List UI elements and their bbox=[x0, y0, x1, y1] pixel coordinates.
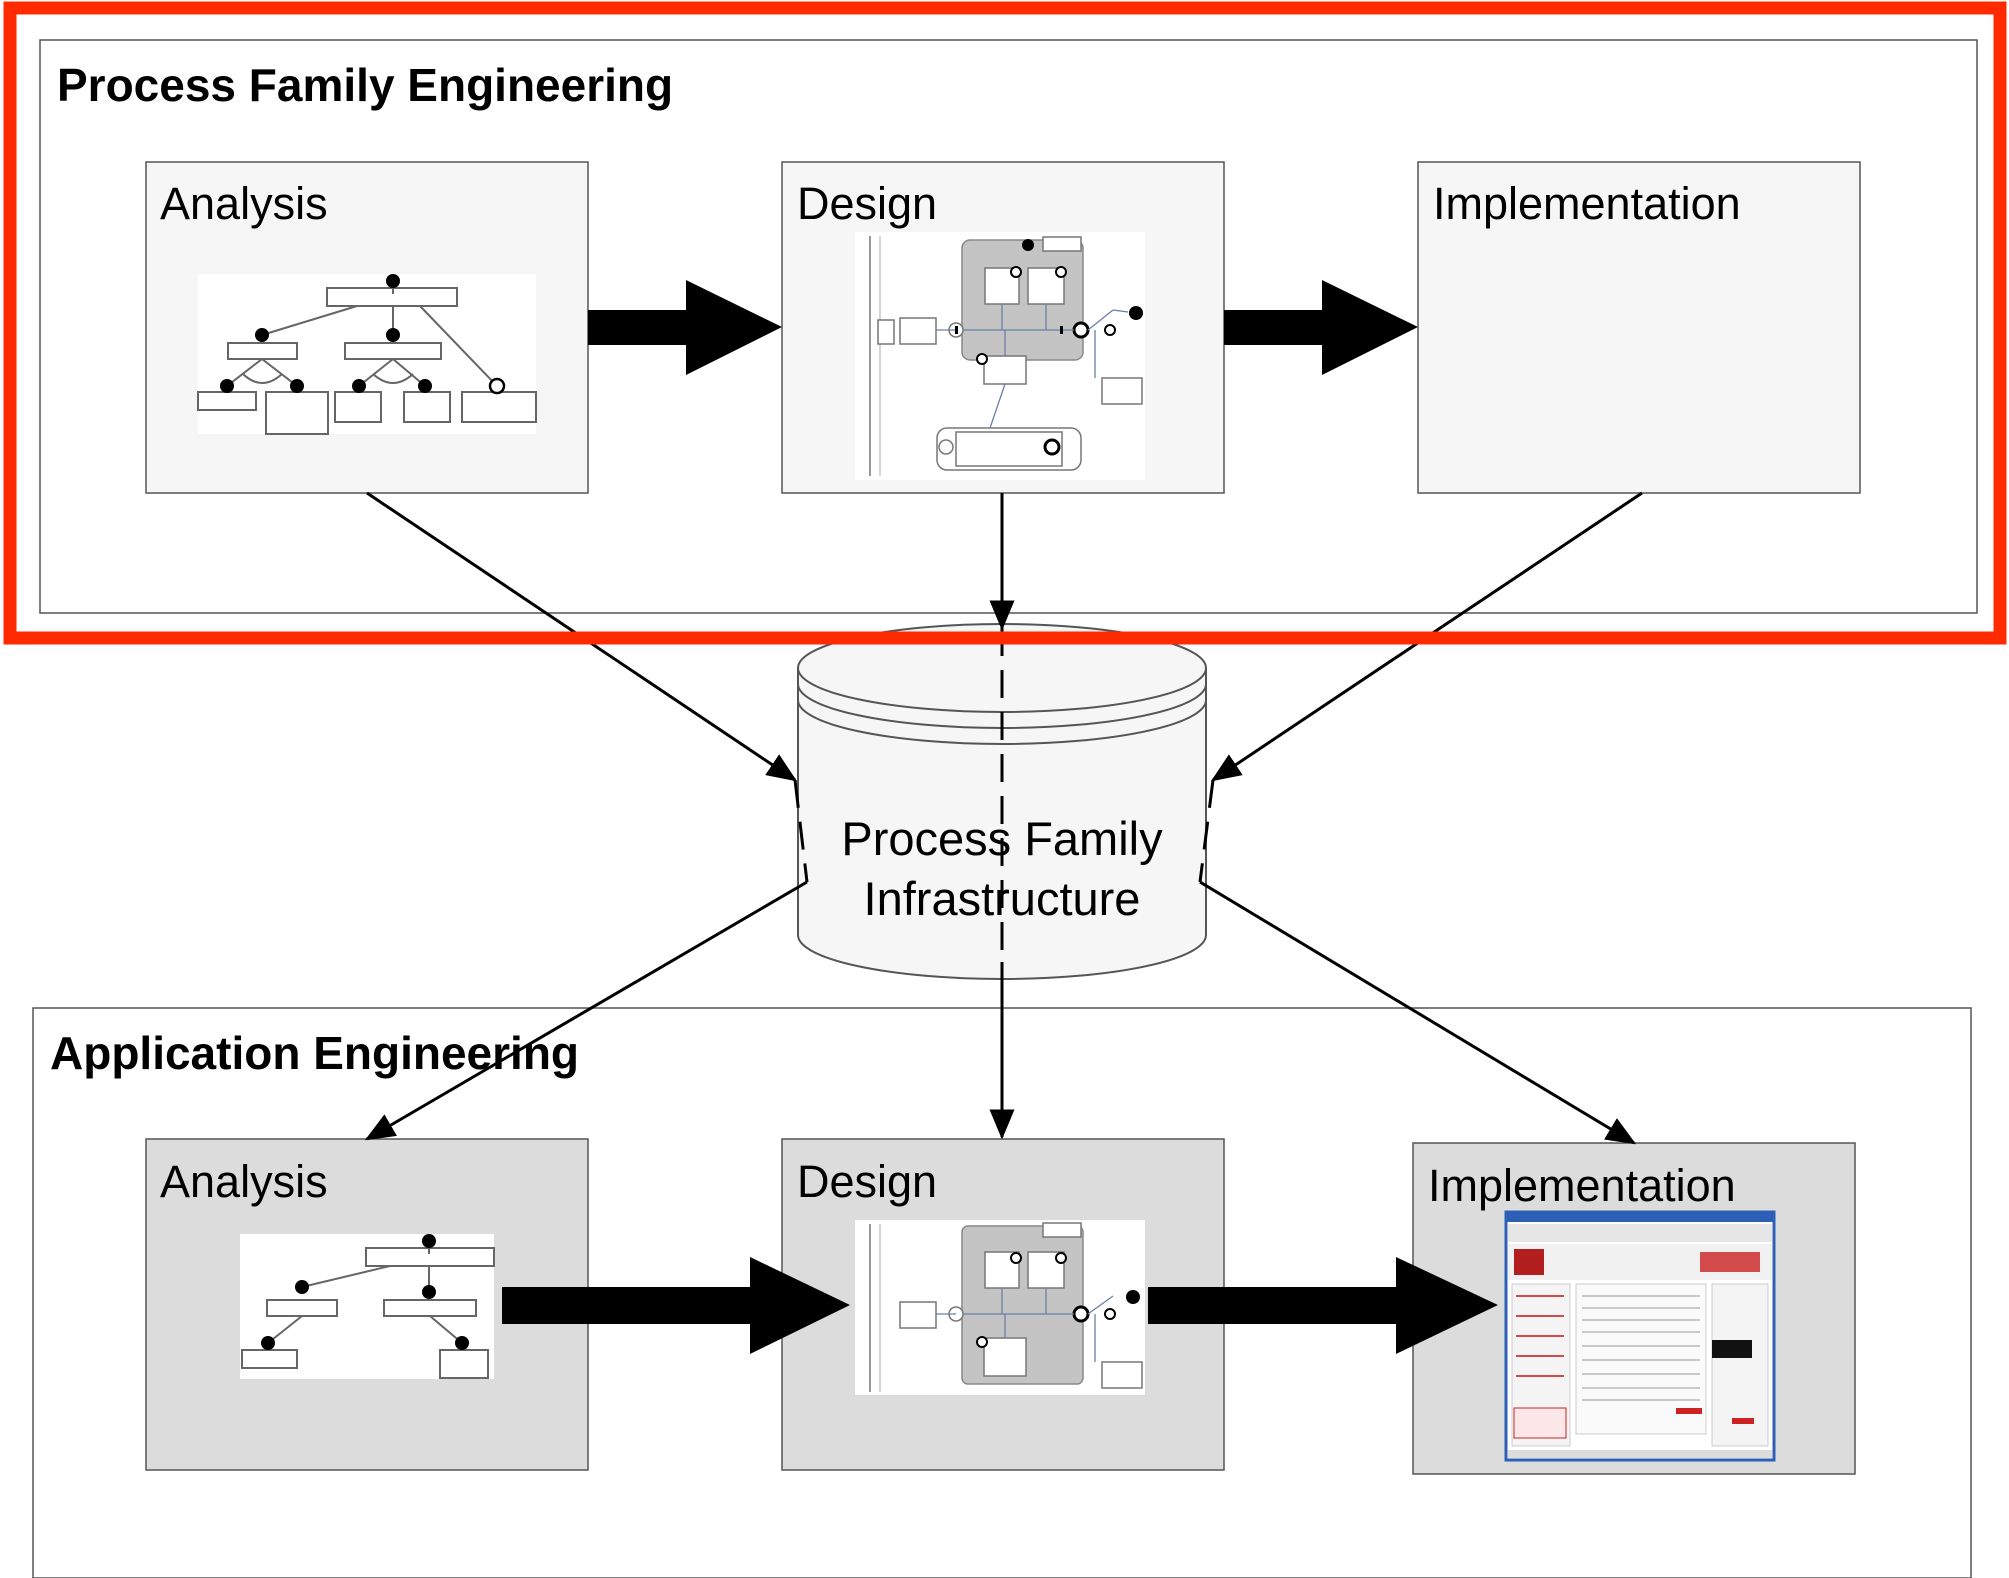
process-diagram-thumbnail bbox=[855, 1220, 1145, 1395]
top-implementation-box: Implementation bbox=[1417, 161, 1861, 494]
box-title: Analysis bbox=[160, 1156, 328, 1207]
section-title-application-engineering: Application Engineering bbox=[50, 1027, 579, 1079]
top-analysis-box: Analysis bbox=[145, 161, 589, 494]
dashed-connector bbox=[1198, 779, 1215, 883]
box-title: Analysis bbox=[160, 178, 328, 229]
feature-tree-thumbnail bbox=[240, 1234, 495, 1379]
process-diagram-thumbnail bbox=[855, 232, 1145, 480]
section-title-process-family-engineering: Process Family Engineering bbox=[57, 59, 673, 111]
connector-arrow bbox=[1199, 880, 1637, 1145]
box-title: Implementation bbox=[1428, 1160, 1736, 1211]
bottom-design-box: Design bbox=[781, 1138, 1225, 1471]
highlight-frame bbox=[3, 1, 2007, 645]
dashed-connector bbox=[793, 779, 809, 883]
box-title: Implementation bbox=[1433, 178, 1741, 229]
flow-arrow bbox=[1148, 1257, 1498, 1354]
flow-arrow bbox=[502, 1257, 850, 1354]
connector-arrow bbox=[364, 880, 808, 1141]
feature-tree-thumbnail bbox=[197, 274, 537, 435]
bottom-implementation-box: Implementation bbox=[1412, 1142, 1856, 1475]
box-title: Design bbox=[797, 1156, 937, 1207]
flow-arrow bbox=[588, 280, 782, 375]
flow-arrow bbox=[1224, 280, 1418, 375]
web-application-screenshot-thumbnail bbox=[1504, 1210, 1776, 1462]
box-title: Design bbox=[797, 178, 937, 229]
top-design-box: Design bbox=[781, 161, 1225, 494]
